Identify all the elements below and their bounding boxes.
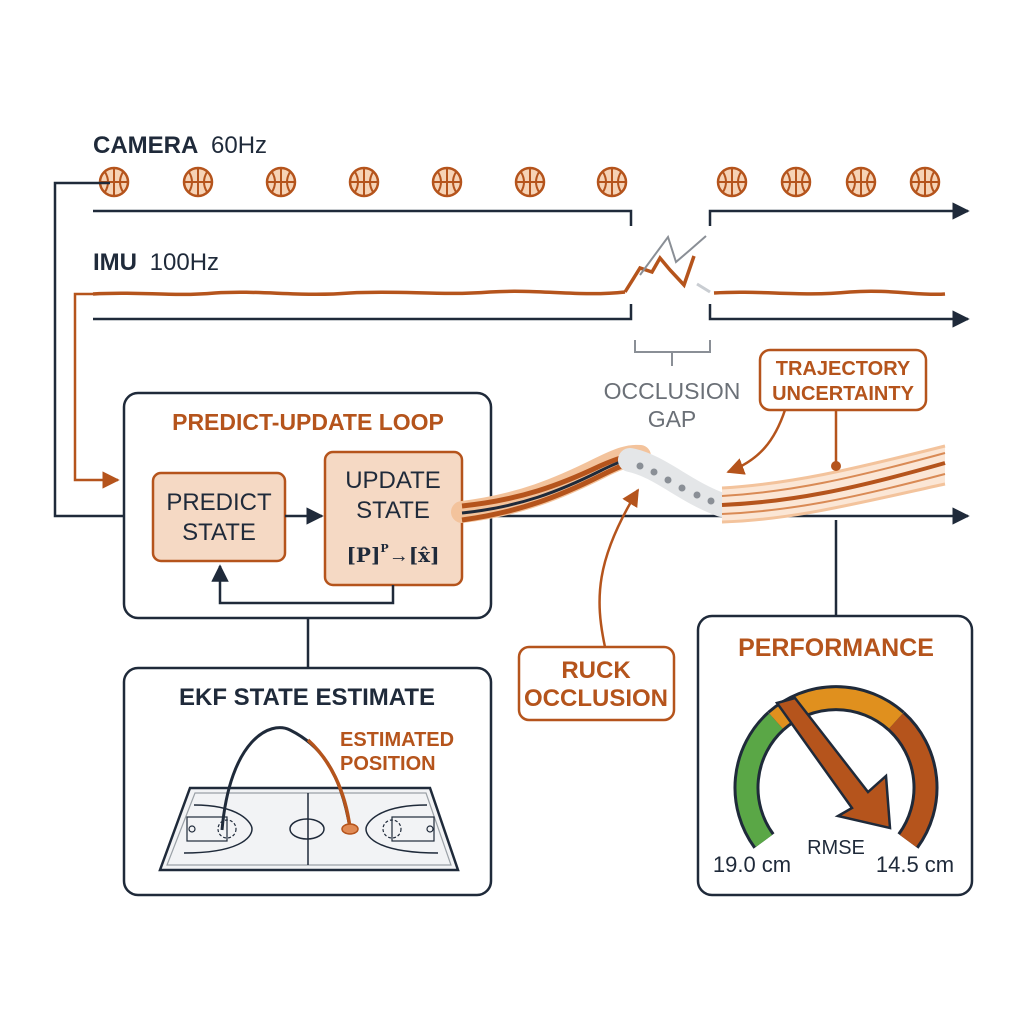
occluded-trajectory-band	[618, 448, 734, 517]
rmse-gauge	[733, 685, 939, 849]
feedback-loop-arrow	[211, 564, 395, 605]
imu-signal-after	[713, 289, 946, 297]
gauge-orange-segment	[889, 713, 936, 847]
basketball-court	[158, 786, 460, 872]
rmse-right-value: 14.5 cm	[876, 852, 954, 877]
occluded-trajectory-dots	[636, 462, 715, 505]
camera-timeline-arrow	[708, 202, 970, 226]
imu-spike	[623, 254, 696, 293]
estimated-arc-highlight	[306, 738, 352, 829]
estimated-position-marker	[341, 823, 359, 835]
basketball-icon	[431, 166, 463, 198]
rmse-left-value: 19.0 cm	[713, 852, 791, 877]
camera-timeline	[93, 209, 633, 226]
imu-signal	[92, 289, 626, 297]
trajectory-uncertainty-band	[722, 446, 945, 522]
ekf-title: EKF STATE ESTIMATE	[179, 684, 435, 711]
estimated-position-line1: ESTIMATED	[340, 729, 454, 751]
basketball-icon	[182, 166, 214, 198]
basketball-icon	[845, 166, 877, 198]
ruck-occlusion-pointer	[598, 488, 640, 648]
basketball-icon	[716, 166, 748, 198]
performance-title: PERFORMANCE	[738, 634, 934, 662]
trajectory-uncertainty-line2: UNCERTAINTY	[772, 383, 915, 405]
imu-spike-outline	[639, 234, 707, 276]
basketball-icon	[909, 166, 941, 198]
basketball-icon	[265, 166, 297, 198]
rmse-label: RMSE	[807, 837, 865, 859]
gauge-green-segment	[736, 713, 783, 847]
camera-label: CAMERA 60Hz	[93, 132, 267, 159]
ruck-occlusion-callout	[517, 645, 676, 722]
occlusion-gap-label-line1: OCCLUSION	[604, 378, 741, 404]
basketball-icon	[348, 166, 380, 198]
predict-state-box	[151, 471, 287, 563]
imu-dropout	[696, 282, 711, 294]
camera-frames	[98, 166, 941, 198]
predict-state-line2: STATE	[182, 519, 256, 546]
update-state-line1: UPDATE	[345, 467, 441, 494]
imu-timeline	[93, 304, 633, 321]
predict-state-line1: PREDICT	[166, 489, 272, 516]
estimated-position-line2: POSITION	[340, 753, 436, 775]
gauge-needle	[774, 696, 892, 830]
trajectory-uncertainty-callout	[758, 348, 928, 412]
uncertainty-pointer	[726, 409, 787, 475]
camera-feed-line	[53, 181, 150, 525]
basketball-icon	[780, 166, 812, 198]
imu-feed-line	[73, 292, 120, 489]
uncertainty-band-edge-bottom	[721, 482, 946, 524]
basketball-icon	[596, 166, 628, 198]
uncertainty-marker	[831, 461, 841, 471]
ruck-occlusion-line2: OCCLUSION	[524, 685, 668, 712]
occlusion-gap-label-line2: GAP	[648, 406, 697, 432]
imu-label: IMU 100Hz	[93, 249, 219, 276]
ruck-occlusion-line1: RUCK	[561, 657, 631, 684]
update-formula: [P]P→[x̂]	[346, 542, 439, 567]
uncertainty-band-center	[721, 461, 946, 507]
occlusion-gap-bracket	[634, 340, 711, 366]
uncertainty-band-inner-top	[721, 452, 946, 497]
uncertainty-band-inner-bottom	[721, 473, 946, 515]
predict-update-loop-title: PREDICT-UPDATE LOOP	[172, 409, 444, 435]
trajectory-uncertainty-line1: TRAJECTORY	[776, 358, 911, 380]
update-state-line2: STATE	[356, 497, 430, 524]
uncertainty-band-edge-top	[721, 444, 946, 490]
imu-timeline-arrow	[708, 304, 970, 328]
basketball-icon	[514, 166, 546, 198]
